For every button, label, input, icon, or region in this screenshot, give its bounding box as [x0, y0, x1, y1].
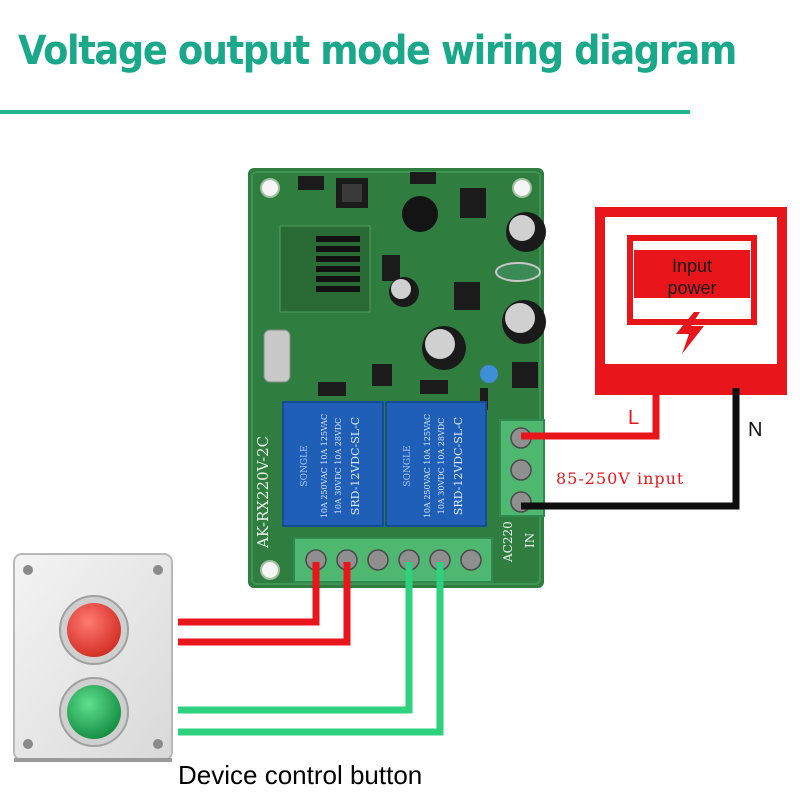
capacitor: [389, 277, 419, 307]
relay-spec: 10A 250VAC 10A 125VAC: [320, 414, 329, 518]
neutral-wire: [521, 388, 740, 510]
power-source-base: [600, 364, 782, 390]
live-label: L: [628, 407, 639, 429]
crystal: [263, 329, 291, 383]
chip: [372, 364, 392, 386]
button-red-wire: [178, 562, 351, 646]
mounting-hole: [512, 178, 532, 198]
relay-2: [385, 401, 487, 527]
board-model-label: AK-RX220V-2C: [254, 436, 272, 549]
chip: [382, 255, 400, 281]
green-push-button-icon: [59, 677, 129, 747]
control-button-caption: Device control button: [178, 760, 423, 790]
lightning-bolt-icon: [676, 312, 704, 354]
chip: [410, 172, 436, 184]
capacitor: [506, 212, 546, 252]
relay-board: SONGLE 10A 250VAC 10A 125VAC 10A 30VDC 1…: [248, 168, 546, 588]
diagram-title: Voltage output mode wiring diagram: [18, 28, 737, 74]
chip: [460, 188, 486, 218]
input-terminal-screws: [510, 427, 532, 513]
power-source-display: [634, 250, 750, 298]
capacitor: [502, 300, 546, 344]
relay-brand: SONGLE: [403, 445, 413, 486]
relay-spec: SRD-12VDC-SL-C: [349, 417, 362, 515]
capacitor: [422, 326, 466, 370]
chip: [512, 362, 538, 388]
control-button-box: [13, 553, 173, 762]
chip: [454, 282, 480, 310]
mounting-hole: [260, 560, 280, 580]
mounting-hole: [260, 178, 280, 198]
neutral-label: N: [748, 419, 762, 441]
voltage-range-label: 85-250V input: [556, 469, 684, 488]
chip: [420, 380, 448, 394]
power-label-line1: Input: [672, 256, 712, 276]
smd-leds: [298, 176, 324, 190]
input-label: IN: [523, 533, 537, 548]
screw-icon: [23, 565, 163, 749]
relay-spec: 10A 30VDC 10A 28VDC: [437, 418, 446, 515]
relay-1-markings: SONGLE 10A 250VAC 10A 125VAC 10A 30VDC 1…: [300, 414, 362, 518]
chip: [318, 382, 346, 396]
antenna-coil: [316, 236, 360, 292]
title-underline: [0, 110, 690, 114]
button-green-wire: [178, 562, 444, 736]
relay-spec: SRD-12VDC-SL-C: [452, 417, 465, 515]
power-label-line2: power: [667, 278, 716, 298]
ceramic-capacitor: [480, 365, 498, 383]
inductor: [495, 262, 541, 282]
relay-brand: SONGLE: [300, 445, 310, 486]
power-source: Input power: [595, 207, 787, 395]
buzzer: [402, 196, 438, 232]
terminal-screws: [305, 549, 482, 571]
output-terminal-block: [293, 537, 493, 583]
relay-spec: 10A 30VDC 10A 28VDC: [334, 418, 343, 515]
relay-1: [282, 401, 384, 527]
live-wire: [521, 388, 660, 440]
relay-2-markings: SONGLE 10A 250VAC 10A 125VAC 10A 30VDC 1…: [403, 414, 465, 518]
input-terminal-label: AC220: [501, 521, 515, 563]
diode: [480, 388, 488, 410]
button-green-wire: [178, 562, 413, 714]
relay-spec: 10A 250VAC 10A 125VAC: [423, 414, 432, 518]
button-red-wire: [178, 562, 320, 626]
red-push-button-icon: [59, 595, 129, 665]
